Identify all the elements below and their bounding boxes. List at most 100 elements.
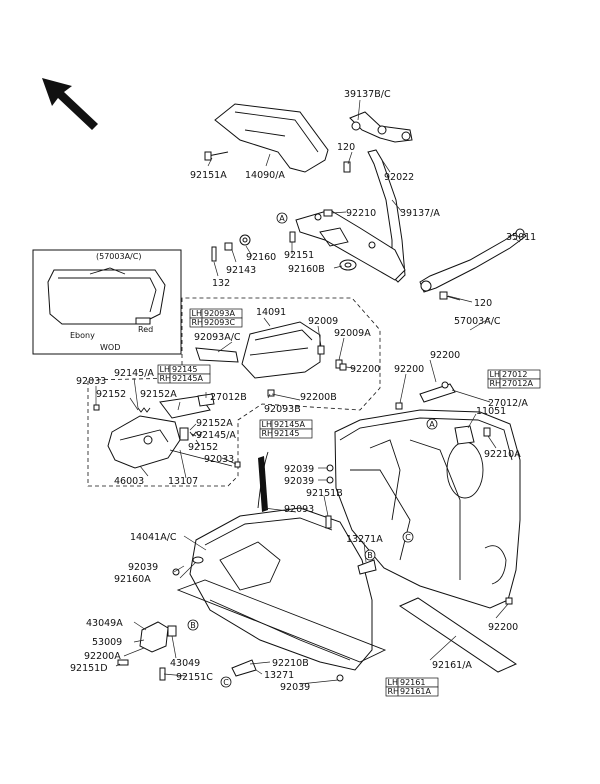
svg-text:B: B — [367, 551, 373, 560]
table-part-cell: 92093A — [204, 309, 235, 318]
label-92210-top: 92210 — [346, 208, 376, 219]
bolt-120b-part — [439, 291, 461, 301]
clip-11051-part — [454, 425, 475, 445]
table-side-cell: LH — [388, 678, 398, 687]
table-side-cell: LH — [160, 365, 170, 374]
label-92152a-2: 92152A — [196, 418, 233, 429]
label-35011: 35011 — [506, 232, 536, 243]
label-92009: 92009 — [308, 316, 338, 327]
label-92151: 92151 — [284, 250, 314, 261]
inset-code: (57003A/C) — [96, 252, 141, 261]
label-13107: 13107 — [168, 476, 198, 487]
screw-92033-lower-part — [234, 461, 241, 468]
saddlebag-case-57003-part — [334, 409, 521, 609]
label-92152a: 92152A — [140, 389, 177, 400]
label-46003: 46003 — [114, 476, 144, 487]
label-13271: 13271 — [264, 670, 294, 681]
label-92151d: 92151D — [70, 663, 108, 674]
label-92151c: 92151C — [176, 672, 213, 683]
seal-92093-part — [257, 451, 269, 512]
subassembly-dashed-outline — [87, 297, 381, 487]
callout-b-left: B — [187, 619, 199, 631]
bracket-27012b-part — [197, 393, 215, 407]
nut-92200-part — [395, 402, 403, 410]
label-39137bc: 39137B/C — [344, 89, 391, 100]
label-132: 132 — [212, 278, 230, 289]
inset-text: (57003A/C) Ebony Red WOD — [70, 252, 153, 352]
part-labels: 39137B/C 120 92151A 14090/A 92022 92210 … — [70, 89, 536, 693]
label-92033-2: 92033 — [204, 454, 234, 465]
bolt-92200b-part — [267, 389, 275, 397]
label-14091: 14091 — [256, 307, 286, 318]
pad-92161-part — [398, 597, 518, 673]
svg-text:A: A — [279, 214, 285, 223]
front-direction-arrow-icon — [42, 78, 98, 130]
bracket-13271a-part — [357, 559, 377, 575]
table-part-cell: 92161A — [400, 687, 431, 696]
table-side-cell: LH — [262, 420, 272, 429]
label-92161a: 92161/A — [432, 660, 472, 671]
bolt-92151d-part — [117, 659, 129, 666]
screw-92210a-part — [483, 427, 491, 437]
lid-base-plate-part — [176, 579, 387, 663]
bracket-43049-part — [139, 621, 177, 653]
leader-lines — [95, 99, 521, 685]
svg-text:C: C — [405, 533, 411, 542]
svg-text:B: B — [190, 621, 196, 630]
inset-wod: WOD — [100, 343, 120, 352]
label-92039c: 92039 — [128, 562, 158, 573]
callout-c-right: C — [402, 531, 414, 543]
saddlebag-guard-rail-part — [295, 149, 406, 283]
label-120a: 120 — [337, 142, 355, 153]
bolt-92210-part — [323, 209, 333, 217]
nut-92143-part — [224, 242, 233, 251]
hinge-plate-14091-part — [241, 321, 321, 379]
label-92039a: 92039 — [284, 464, 314, 475]
label-92151b: 92151B — [306, 488, 343, 499]
table-row — [157, 373, 211, 384]
label-27012a: 27012/A — [488, 398, 528, 409]
table-part-cell: 92145A — [172, 374, 203, 383]
table-row — [487, 378, 541, 389]
label-92145a-2: 92145/A — [196, 430, 236, 441]
gasket-92093ac-part — [195, 347, 239, 363]
label-92009a: 92009A — [334, 328, 371, 339]
svg-text:C: C — [223, 678, 229, 687]
label-92039d: 92039 — [280, 682, 310, 693]
label-11051: 11051 — [476, 406, 506, 417]
washer-92160-part — [239, 234, 251, 246]
screw-92009-part — [317, 345, 343, 369]
table-part-cell: 92145A — [274, 420, 305, 429]
washer-92160a-part — [192, 556, 204, 564]
stay-bar-part — [419, 228, 527, 293]
label-92160: 92160 — [246, 252, 276, 263]
table-side-cell: LH — [192, 309, 202, 318]
label-92160a: 92160A — [114, 574, 151, 585]
label-57003ac: 57003A/C — [454, 316, 501, 327]
label-92152: 92152 — [96, 389, 126, 400]
bolt-132-part — [211, 246, 217, 262]
table-part-cell: 92093C — [204, 318, 235, 327]
label-53009: 53009 — [92, 637, 122, 648]
label-43049: 43049 — [170, 658, 200, 669]
label-92033: 92033 — [76, 376, 106, 387]
table-side-cell: RH — [388, 687, 400, 696]
bolt-92151-part — [289, 231, 296, 243]
label-92143: 92143 — [226, 265, 256, 276]
label-43049a: 43049A — [86, 618, 123, 629]
label-92200-b: 92200 — [430, 350, 460, 361]
label-39137a: 39137/A — [400, 208, 440, 219]
label-92200b: 92200B — [300, 392, 337, 403]
screw-92033-part — [93, 404, 100, 411]
callout-a-top: A — [276, 212, 288, 224]
label-92200a: 92200A — [84, 651, 121, 662]
callout-a-right: A — [426, 418, 438, 430]
table-part-cell: 92145 — [274, 429, 299, 438]
latch-46003-part — [107, 415, 181, 469]
label-92093: 92093 — [284, 504, 314, 515]
callout-c-bottom: C — [220, 676, 232, 688]
